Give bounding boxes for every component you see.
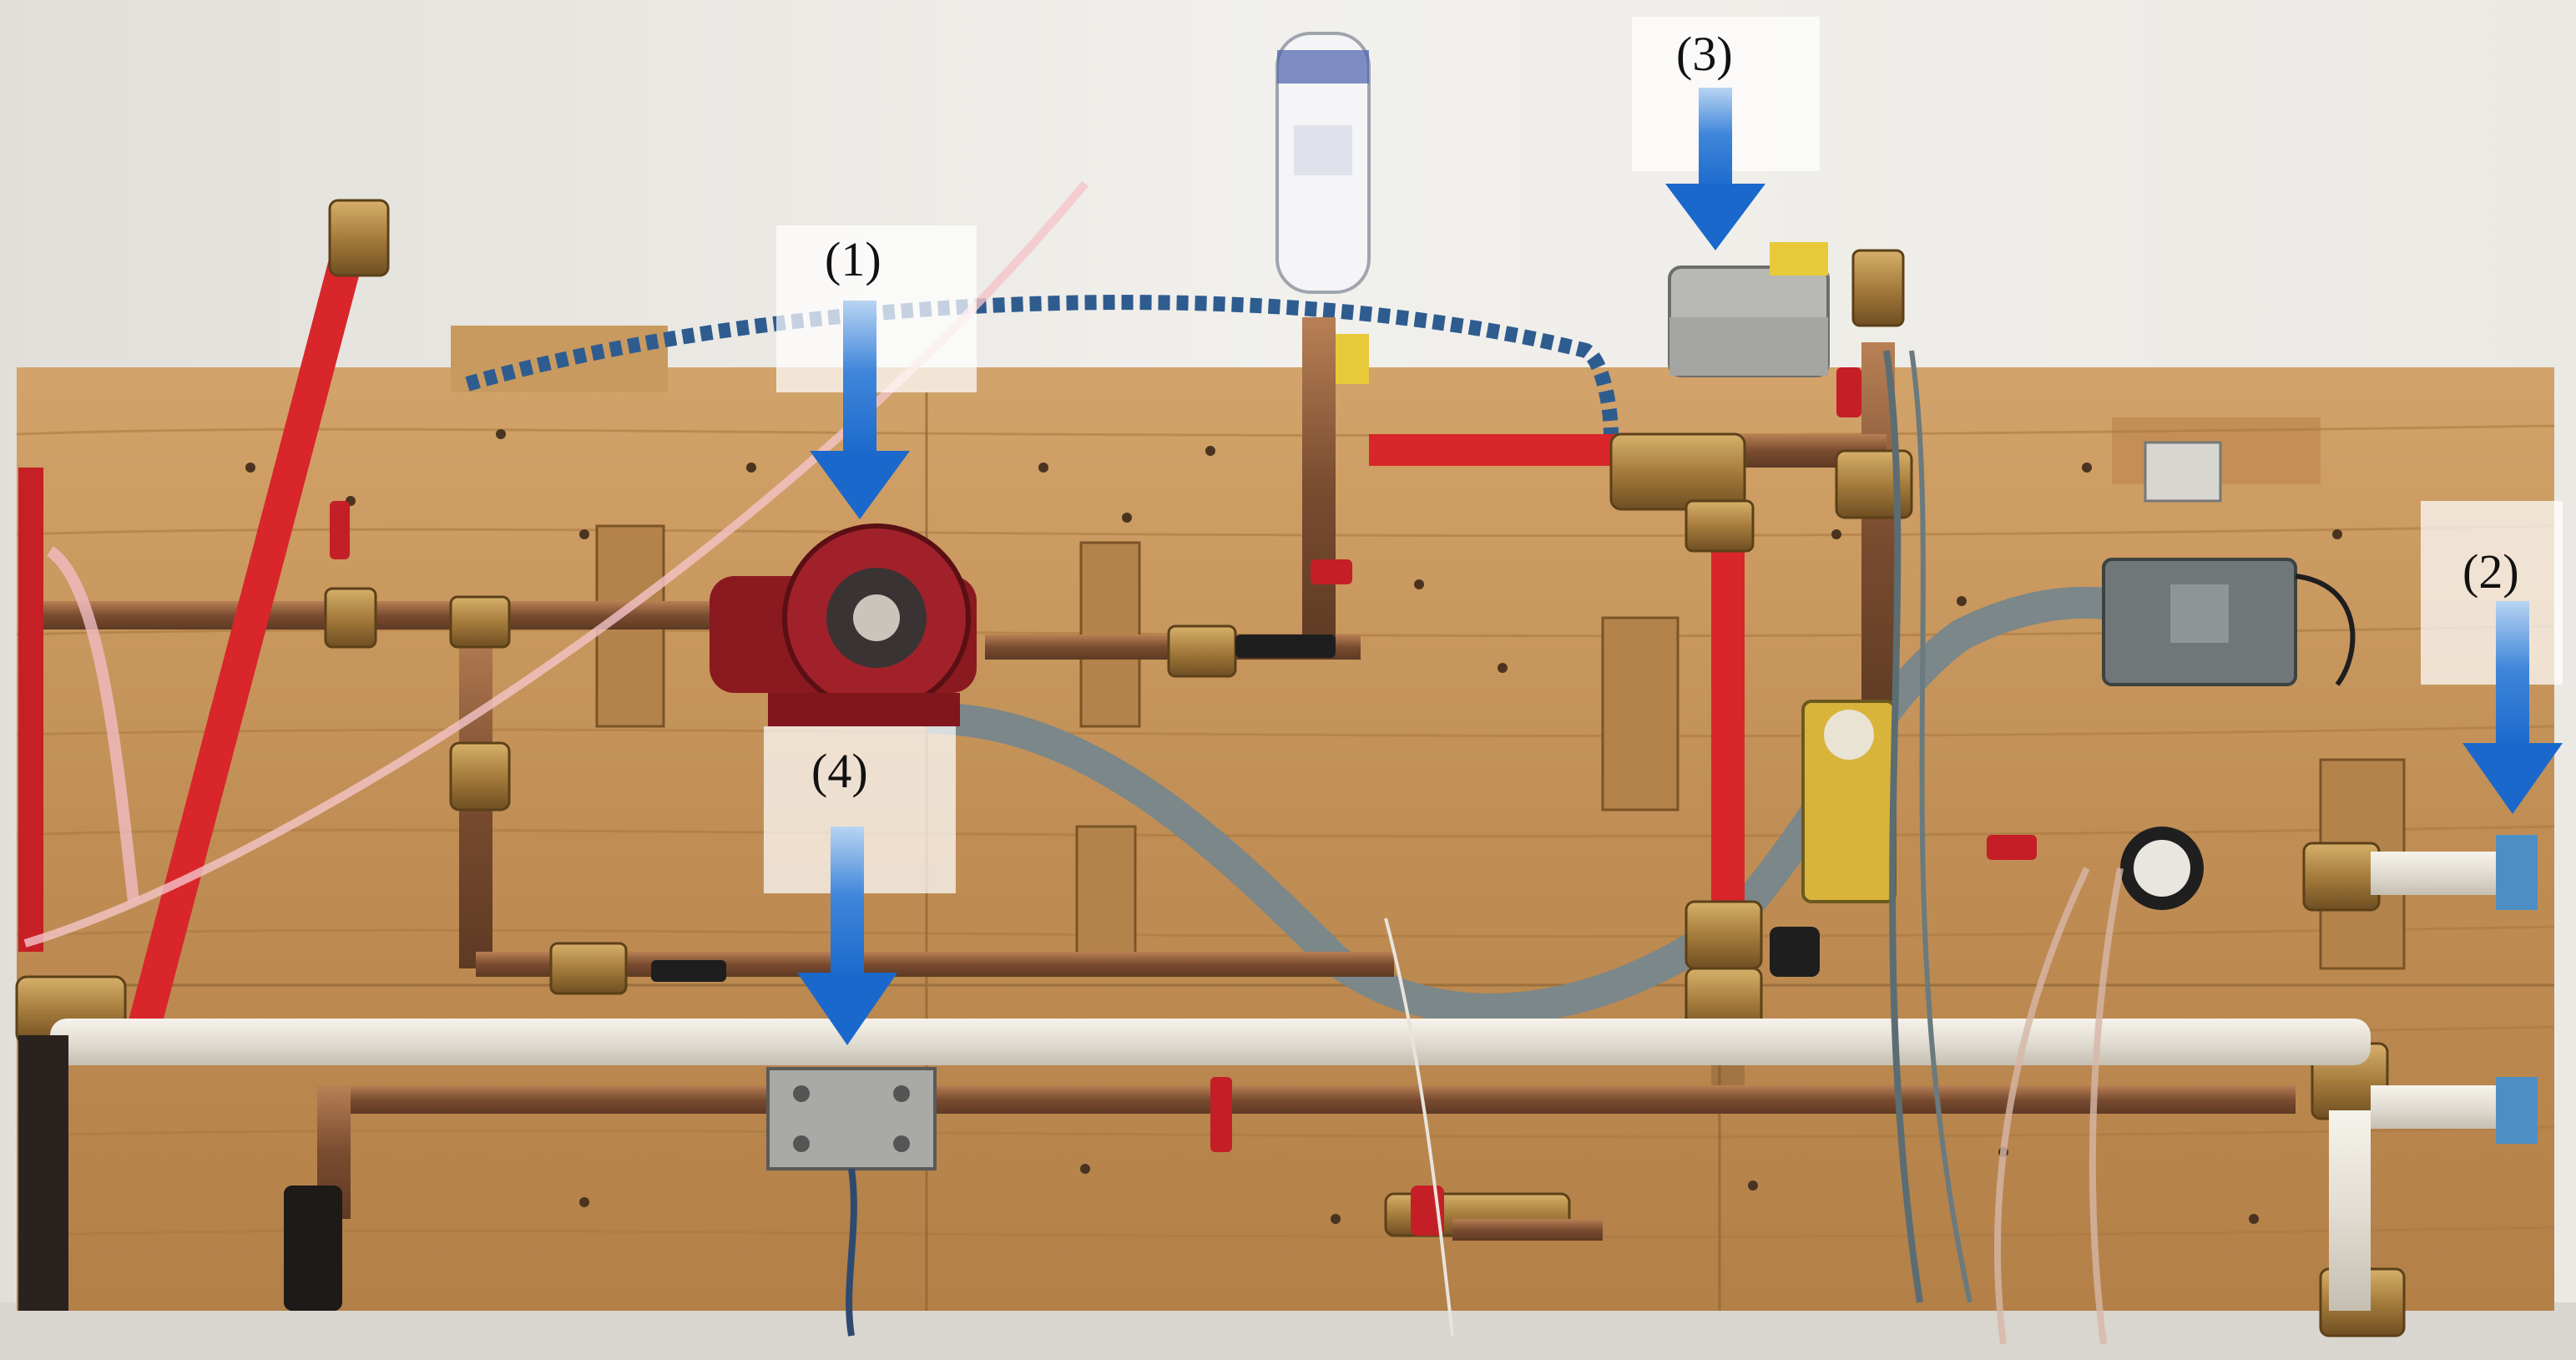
marker-2-arrow-icon: [2462, 601, 2563, 814]
marker-1-label: (1): [825, 232, 881, 286]
marker-3-arrow-icon: [1665, 88, 1765, 250]
marker-4-arrow-icon: [797, 827, 897, 1045]
marker-3-label: (3): [1676, 27, 1733, 81]
electrical-box: [2102, 441, 2297, 686]
circulator-pump: [710, 523, 977, 726]
marker-2-label-box: [2421, 501, 2563, 685]
zone-valve: [1668, 242, 1830, 377]
marker-2-label: (2): [2462, 544, 2519, 599]
plywood-board: [16, 326, 2555, 1311]
water-filter: [1275, 32, 1371, 294]
marker-4-label: (4): [811, 744, 868, 798]
marker-1-arrow-icon: [810, 301, 910, 519]
